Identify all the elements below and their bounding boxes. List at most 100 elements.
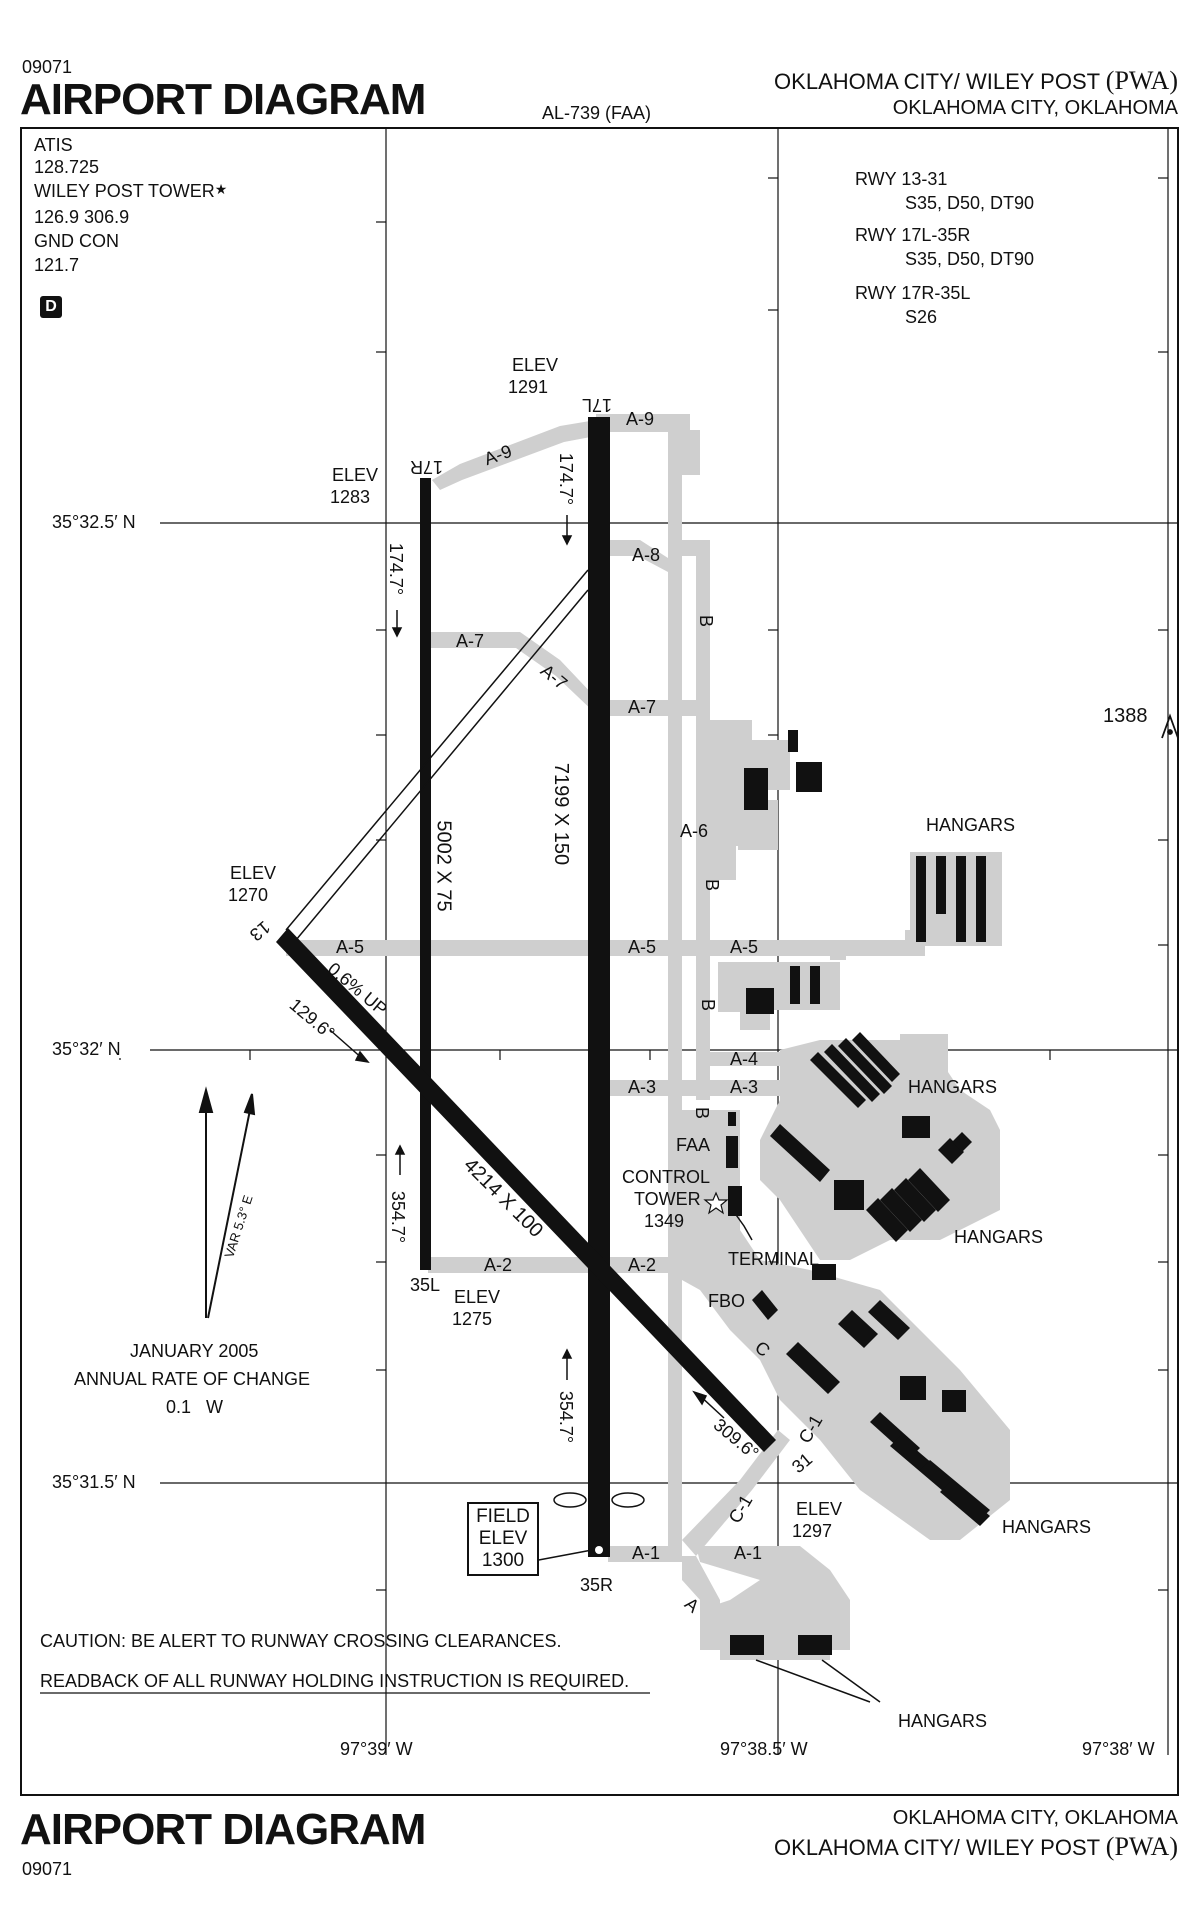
hangars-label-1: HANGARS: [926, 815, 1016, 835]
taxiways: [286, 414, 1010, 1660]
taxiway-b-label-4: B: [692, 1106, 713, 1120]
closed-runway: [285, 569, 589, 941]
chart-code: 09071: [22, 57, 73, 77]
runway-17l-label: 17L: [582, 395, 613, 415]
taxiway-a2-west: [428, 1257, 588, 1273]
taxiway-a5-connector: [830, 940, 846, 960]
taxiway-a3-label-east: A-3: [730, 1077, 759, 1097]
field-elev-value: 1300: [481, 1550, 525, 1571]
taxiway-b: [696, 540, 710, 1100]
taxiway-a1-label-west: A-1: [632, 1543, 661, 1563]
tower-star-icon: ★: [214, 181, 228, 197]
runway-35r-heading: 354.7°: [556, 1390, 577, 1444]
elev-35l-label: ELEV: [454, 1287, 501, 1307]
elev-13-label: ELEV: [230, 863, 277, 883]
hangars-label-5: HANGARS: [898, 1711, 988, 1731]
taxiway-a5-west: [286, 940, 422, 956]
runway-17l-35r: [588, 417, 610, 1557]
taxiway-a1-west: [608, 1546, 682, 1562]
taxiway-a3-label-west: A-3: [628, 1077, 657, 1097]
taxiway-a7: [596, 700, 710, 716]
elev-17l-label: ELEV: [512, 355, 559, 375]
magnetic-date: JANUARY 2005: [130, 1341, 259, 1361]
lon-label-2: 97°38.5′ W: [720, 1739, 808, 1759]
taxiway-c1: [682, 1430, 790, 1556]
taxiway-a5-label-east: A-5: [730, 937, 759, 957]
taxiway-a5-label-mid: A-5: [628, 937, 657, 957]
taxiway-a4-label: A-4: [730, 1049, 759, 1069]
taxiway-b-label-1: B: [696, 614, 717, 628]
obstacle-elevation: 1388: [1103, 705, 1148, 727]
gnd-label: GND CON: [34, 231, 119, 251]
taxiway-a5-mid: [428, 940, 588, 956]
faa-code: AL-739 (FAA): [542, 103, 652, 123]
lon-label-1: 97°39′ W: [340, 1739, 413, 1759]
atis-freq: 128.725: [34, 157, 100, 177]
tower-label-text: WILEY POST TOWER: [34, 181, 215, 201]
hangars-label-4: HANGARS: [1002, 1517, 1092, 1537]
runway-17r-heading: 174.7°: [386, 542, 407, 596]
apron-a6-b: [738, 800, 778, 850]
taxiway-a2-east: [596, 1257, 682, 1273]
hangars-label-3: HANGARS: [954, 1227, 1044, 1247]
threshold-35r: [595, 1546, 603, 1554]
north-arrow-icon: [198, 1086, 214, 1318]
footer-airport-id: (PWA): [1105, 1832, 1178, 1861]
elev-17r-label: ELEV: [332, 465, 379, 485]
runway-35r-label: 35R: [580, 1575, 614, 1595]
rwy3-value: S26: [905, 307, 938, 327]
lon-label-3: 97°38′ W: [1082, 1739, 1155, 1759]
field-elev-label2: ELEV: [478, 1528, 528, 1549]
elev-31-value: 1297: [792, 1521, 833, 1541]
runway-35l-heading: 354.7°: [388, 1190, 409, 1244]
taxiway-a-parallel: [668, 420, 682, 1560]
taxiway-b-label-3: B: [698, 998, 719, 1012]
rwy3-label: RWY 17R-35L: [855, 283, 971, 303]
gnd-freq: 121.7: [34, 255, 80, 275]
heading-arrows: [329, 515, 725, 1419]
taxiway-a7-17r: [428, 632, 596, 714]
page-title: AIRPORT DIAGRAM: [20, 75, 426, 124]
taxiway-a5-hangars: [830, 940, 925, 956]
elev-17l-value: 1291: [508, 377, 549, 397]
tower-label: WILEY POST TOWER★: [34, 182, 227, 200]
runway-17r-35l: [420, 478, 431, 1270]
map-frame: [20, 127, 1179, 1796]
runway-17l-heading: 174.7°: [556, 452, 577, 506]
runways: [276, 417, 776, 1557]
rwy2-label: RWY 17L-35R: [855, 225, 971, 245]
taxiway-a9-apron: [596, 414, 700, 475]
faa-label: FAA: [676, 1135, 711, 1155]
elev-17r-value: 1283: [330, 487, 371, 507]
atis-label: ATIS: [34, 135, 73, 155]
taxiway-a4: [696, 1052, 792, 1066]
taxiway-a7-label: A-7: [628, 697, 657, 717]
d-badge: D: [40, 296, 62, 318]
field-elevation-box: FIELD ELEV 1300: [467, 1502, 539, 1576]
magnetic-arrow-icon: [207, 1093, 256, 1319]
taxiway-a3: [596, 1080, 796, 1096]
lat-label-1: 35°32.5′ N: [48, 513, 140, 531]
elev-35l-value: 1275: [452, 1309, 493, 1329]
runway-17l-dimensions: 7199 X 150: [550, 762, 573, 866]
taxiway-a8-label: A-8: [632, 545, 661, 565]
caution-note: CAUTION: BE ALERT TO RUNWAY CROSSING CLE…: [40, 1631, 562, 1651]
lat-label-3: 35°31.5′ N: [48, 1473, 140, 1491]
hangars-label-2: HANGARS: [908, 1077, 998, 1097]
runway-17r-label: 17R: [410, 457, 444, 477]
airport-name: OKLAHOMA CITY/ WILEY POST (PWA): [774, 68, 1178, 94]
tower-label-map: TOWER: [634, 1189, 701, 1209]
control-label: CONTROL: [622, 1167, 711, 1187]
footer-code: 09071: [22, 1859, 73, 1879]
taxiway-a2-label-west: A-2: [484, 1255, 513, 1275]
tower-freq: 126.9 306.9: [34, 207, 130, 227]
airport-city: OKLAHOMA CITY, OKLAHOMA: [892, 97, 1178, 119]
rwy1-label: RWY 13-31: [855, 169, 948, 189]
taxiway-a7-label-west: A-7: [456, 631, 485, 651]
taxiway-a1-east: [696, 1546, 850, 1650]
buildings: [726, 730, 990, 1655]
elev-13-value: 1270: [228, 885, 269, 905]
taxiway-a8-b: [682, 540, 710, 556]
taxiway-a6-label: A-6: [680, 821, 709, 841]
